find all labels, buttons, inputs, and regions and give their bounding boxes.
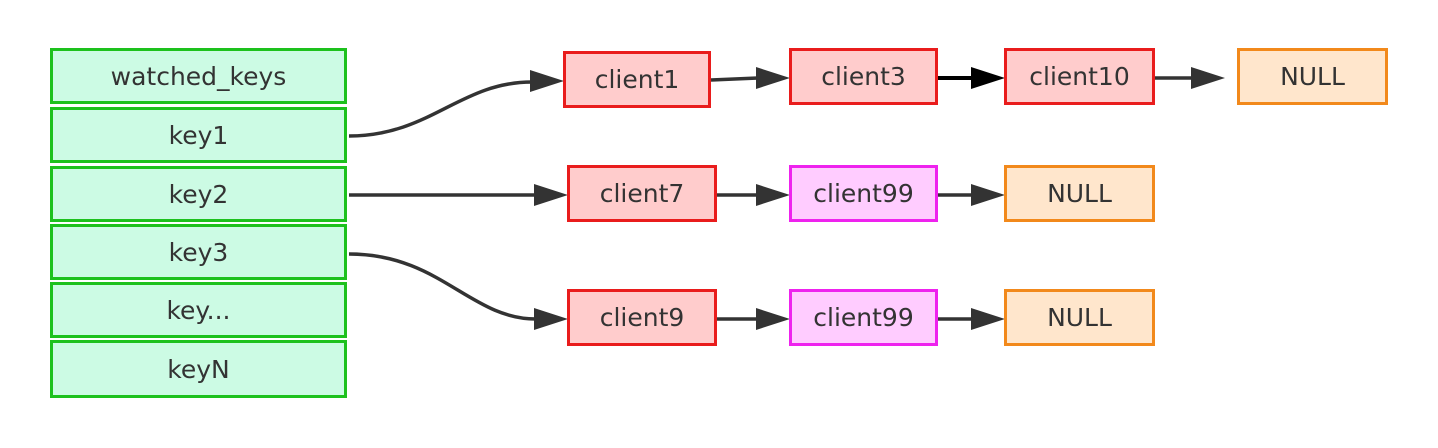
arrowhead [534, 308, 568, 330]
client-node-client99-row2: client99 [789, 165, 938, 222]
arrow-key1-client1 [348, 80, 533, 138]
key-cell-key1: key1 [50, 107, 347, 163]
arrow-key3-client9 [348, 252, 537, 321]
arrowhead [971, 67, 1005, 89]
client-node-client1: client1 [563, 51, 711, 108]
arrowhead [1191, 67, 1225, 89]
client-node-client10: client10 [1004, 48, 1155, 105]
key-cell-ellipsis: key... [50, 282, 347, 338]
arrowhead [530, 70, 564, 92]
client-node-client3: client3 [789, 48, 938, 105]
arrow-client1-client3 [710, 76, 759, 82]
watched-keys-header: watched_keys [50, 48, 347, 104]
arrowhead [971, 184, 1005, 206]
arrowhead [971, 308, 1005, 330]
key-cell-key2: key2 [50, 166, 347, 222]
arrowhead [756, 67, 790, 89]
client-node-client9: client9 [567, 289, 717, 346]
null-node-row1: NULL [1237, 48, 1388, 105]
arrowhead [756, 308, 790, 330]
key-cell-key3: key3 [50, 224, 347, 280]
key-cell-keyN: keyN [50, 340, 347, 398]
client-node-client99-row3: client99 [789, 289, 938, 346]
client-node-client7: client7 [567, 165, 717, 222]
arrowhead [756, 184, 790, 206]
null-node-row3: NULL [1004, 289, 1155, 346]
null-node-row2: NULL [1004, 165, 1155, 222]
arrowhead [534, 184, 568, 206]
